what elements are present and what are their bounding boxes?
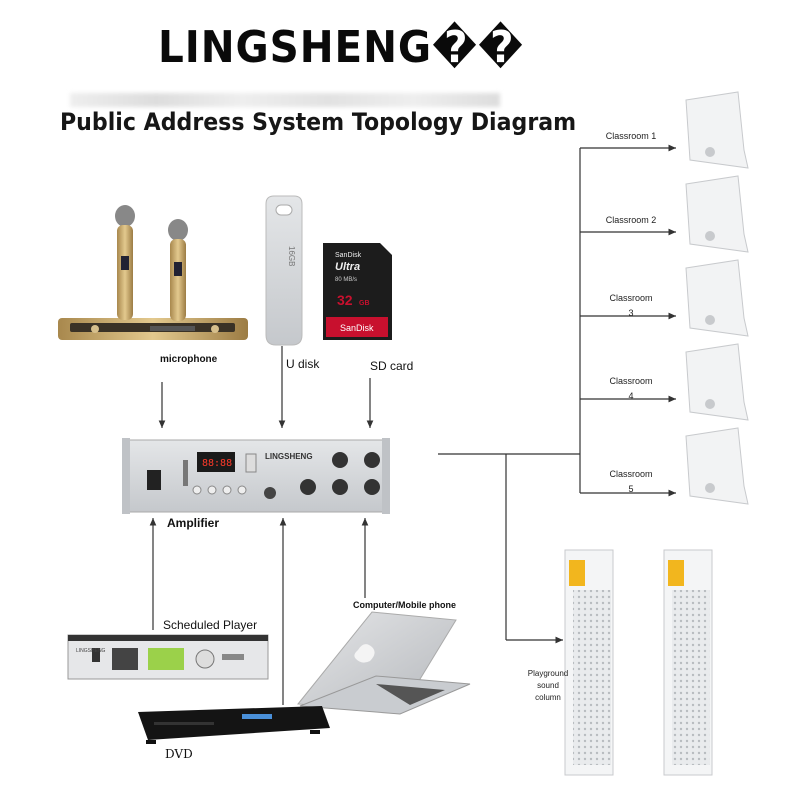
classroom-speaker-5 bbox=[685, 427, 749, 505]
scheduled-player-label: Scheduled Player bbox=[163, 618, 258, 632]
classroom-speakers bbox=[685, 91, 749, 505]
sd-brand-strip-text: SanDisk bbox=[340, 323, 374, 333]
playground-line3: column bbox=[535, 693, 561, 702]
u-disk-label: U disk bbox=[286, 357, 320, 371]
classroom-5-name: Classroom bbox=[609, 469, 653, 479]
amp-brand-text: LINGSHENG bbox=[265, 452, 313, 461]
sd-unit-text: GB bbox=[359, 300, 370, 307]
sd-card-label: SD card bbox=[370, 359, 414, 373]
sound-column-left bbox=[564, 549, 614, 776]
classroom-3-name: Classroom bbox=[609, 293, 653, 303]
playground-line1: Playground bbox=[527, 669, 569, 678]
classroom-speaker-4 bbox=[685, 343, 749, 421]
classroom-4-name: Classroom bbox=[609, 376, 653, 386]
classroom-speaker-2 bbox=[685, 175, 749, 253]
input-connectors bbox=[158, 346, 374, 428]
brand-glyphs: �� bbox=[432, 22, 525, 73]
dvd-label: DVD bbox=[165, 747, 193, 761]
player-brand-text: LINGSHENG bbox=[76, 648, 106, 654]
classroom-speaker-1 bbox=[685, 91, 749, 169]
source-connectors bbox=[149, 518, 369, 705]
classroom-1-name: Classroom 1 bbox=[605, 131, 657, 141]
classroom-4-number: 4 bbox=[628, 391, 634, 401]
sd-line-text: Ultra bbox=[335, 261, 360, 273]
microphone-set-image bbox=[58, 205, 248, 340]
classroom-speaker-3 bbox=[685, 259, 749, 337]
scheduled-player-image: LINGSHENG bbox=[67, 634, 269, 680]
amplifier-label: Amplifier bbox=[167, 516, 220, 530]
output-bus bbox=[438, 144, 676, 644]
dvd-image bbox=[138, 706, 330, 744]
brand-name: LINGSHENG bbox=[158, 22, 433, 73]
classroom-label-1: Classroom 1 bbox=[600, 130, 662, 143]
classroom-2-name: Classroom 2 bbox=[605, 215, 657, 225]
computer-label: Computer/Mobile phone bbox=[353, 600, 456, 610]
brand-title: LINGSHENG�� bbox=[158, 22, 524, 73]
blurred-text-band bbox=[70, 93, 500, 107]
classroom-3-number: 3 bbox=[628, 308, 634, 318]
playground-label: Playground sound column bbox=[518, 668, 578, 704]
u-disk-image: 16GB bbox=[265, 195, 303, 346]
laptop-image bbox=[297, 611, 471, 715]
classroom-label-4: Classroom 4 bbox=[600, 375, 662, 403]
sd-speed-text: 80 MB/s bbox=[335, 277, 357, 283]
usb-capacity-text: 16GB bbox=[287, 246, 296, 266]
classroom-5-number: 5 bbox=[628, 484, 634, 494]
playground-line2: sound bbox=[537, 681, 559, 690]
amplifier-image: 88:88 LINGSHENG bbox=[122, 438, 390, 514]
microphone-label: microphone bbox=[160, 354, 218, 365]
sd-card-image: SanDisk Ultra 80 MB/s 32 GB SanDisk bbox=[323, 243, 392, 340]
sd-brand-text: SanDisk bbox=[335, 252, 362, 259]
classroom-label-5: Classroom 5 bbox=[600, 468, 662, 496]
classroom-label-2: Classroom 2 bbox=[600, 214, 662, 227]
sd-capacity-text: 32 bbox=[337, 292, 353, 308]
amp-display-text: 88:88 bbox=[202, 458, 232, 469]
classroom-label-3: Classroom 3 bbox=[600, 292, 662, 320]
sound-column-right bbox=[663, 549, 713, 776]
diagram-subtitle: Public Address System Topology Diagram bbox=[60, 108, 577, 136]
